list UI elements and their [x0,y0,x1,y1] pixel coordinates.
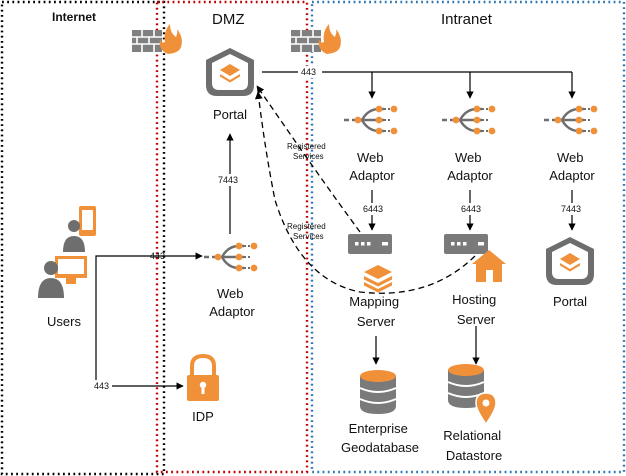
portal-icon [546,237,594,285]
portal-intranet-label: Portal [553,294,587,309]
registered-services-label: Registered Services [287,142,328,161]
hosting-server-label: Hosting Server [452,292,500,327]
firewall-icon [131,23,183,55]
internet-zone-border [0,0,166,476]
registered-services-link-hosting [254,91,476,294]
connector-users-to-idp [95,258,184,390]
port-label-bg [92,380,112,392]
port-label-bg [216,174,244,186]
portal-dmz-label: Portal [213,107,247,122]
padlock-icon [187,353,219,401]
location-pin-icon [475,392,497,426]
port-label-bg [559,203,587,215]
port-label-6443-hosting: 6443 [461,204,481,214]
dmz-zone-border [155,0,309,474]
database-icon [359,369,397,415]
registered-services-label: Registered Services [287,222,328,241]
web-adaptor-2-label: Web Adaptor [447,150,493,183]
port-label-7443-dmz: 7443 [218,175,238,185]
layers-icon [364,265,392,293]
port-label-443-portal: 443 [301,67,316,77]
web-adaptor-icon [440,104,497,136]
users-label: Users [47,314,81,329]
zone-title-intranet: Intranet [441,11,493,28]
registered-services-link-mapping [256,85,361,233]
port-label-bg [298,66,322,78]
users-icon [38,206,96,298]
port-label-6443-mapping: 6443 [363,204,383,214]
port-label-bg [458,203,484,215]
portal-icon [206,48,254,96]
server-rack-icon [348,234,392,254]
web-adaptor-icon [342,104,399,136]
connector-users-to-web-adaptor [95,252,203,260]
port-label-443-idp: 443 [94,381,109,391]
zone-title-dmz: DMZ [212,11,245,28]
port-label-443-users: 443 [150,251,165,261]
web-adaptor-icon [202,241,259,273]
server-rack-icon [444,234,488,254]
idp-label: IDP [192,409,214,424]
enterprise-geodatabase-label: Enterprise Geodatabase [341,421,419,455]
house-icon [472,250,506,282]
web-adaptor-dmz-label: Web Adaptor [209,286,255,319]
web-adaptor-3-label: Web Adaptor [549,150,595,183]
intranet-zone-border [310,0,626,474]
port-label-bg [360,203,386,215]
mapping-server-label: Mapping Server [349,294,403,329]
zone-title-internet: Internet [52,10,96,24]
web-adaptor-icon [542,104,599,136]
web-adaptor-1-label: Web Adaptor [349,150,395,183]
firewall-icon [290,23,342,55]
port-label-7443-intranet: 7443 [561,204,581,214]
relational-datastore-label: Relational Datastore [443,428,504,463]
